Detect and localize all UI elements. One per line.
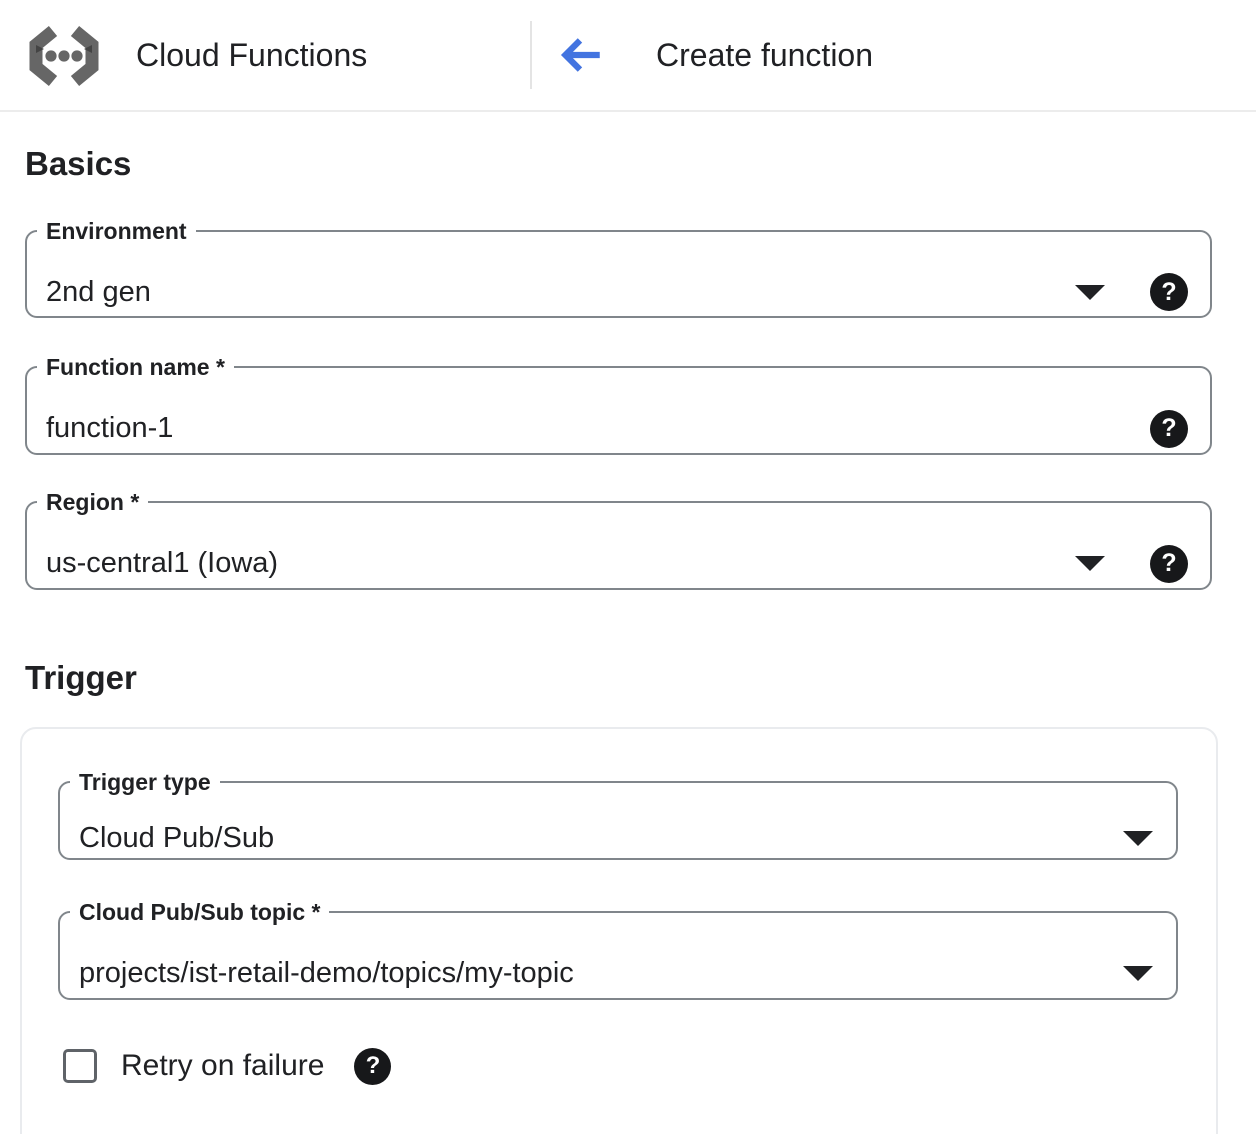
function-name-label: Function name * [46, 354, 225, 380]
section-heading-trigger: Trigger [25, 659, 137, 696]
product-title: Cloud Functions [136, 36, 368, 73]
trigger-type-select[interactable]: Trigger type Cloud Pub/Sub [58, 769, 1178, 860]
help-icon: ? [1161, 549, 1177, 577]
function-name-input[interactable] [46, 412, 1150, 445]
environment-help-button[interactable]: ? [1150, 273, 1188, 311]
function-name-help-button[interactable]: ? [1150, 409, 1188, 448]
header-divider [530, 21, 532, 89]
dropdown-arrow-icon [1122, 965, 1154, 982]
dropdown-arrow-icon [1122, 830, 1154, 847]
environment-label: Environment [46, 218, 187, 244]
trigger-type-label: Trigger type [79, 769, 211, 795]
help-icon: ? [1161, 414, 1177, 442]
cloud-functions-icon [22, 25, 106, 87]
pubsub-topic-label: Cloud Pub/Sub topic * [79, 899, 321, 925]
function-name-field: Function name * ? [25, 354, 1212, 455]
trigger-type-value: Cloud Pub/Sub [79, 822, 275, 854]
region-label: Region * [46, 489, 140, 515]
environment-select[interactable]: Environment 2nd gen ? [25, 218, 1212, 318]
region-value: us-central1 (Iowa) [46, 547, 279, 579]
retry-checkbox[interactable] [63, 1049, 97, 1083]
retry-help-button[interactable]: ? [354, 1047, 392, 1085]
region-help-button[interactable]: ? [1150, 544, 1188, 583]
help-icon: ? [365, 1052, 381, 1079]
retry-label: Retry on failure [121, 1049, 325, 1082]
pubsub-topic-value: projects/ist-retail-demo/topics/my-topic [79, 957, 574, 989]
back-arrow-icon [556, 30, 606, 83]
dropdown-arrow-icon [1074, 284, 1106, 301]
app-bar: Cloud Functions Create function [0, 0, 1256, 112]
section-heading-basics: Basics [25, 145, 132, 182]
page-title: Create function [656, 36, 874, 73]
retry-row: Retry on failure ? [63, 1045, 392, 1087]
back-button[interactable] [552, 29, 610, 83]
pubsub-topic-select[interactable]: Cloud Pub/Sub topic * projects/ist-retai… [58, 899, 1178, 1000]
region-select[interactable]: Region * us-central1 (Iowa) ? [25, 489, 1212, 590]
help-icon: ? [1161, 277, 1177, 306]
dropdown-arrow-icon [1074, 555, 1106, 572]
environment-value: 2nd gen [46, 275, 151, 308]
